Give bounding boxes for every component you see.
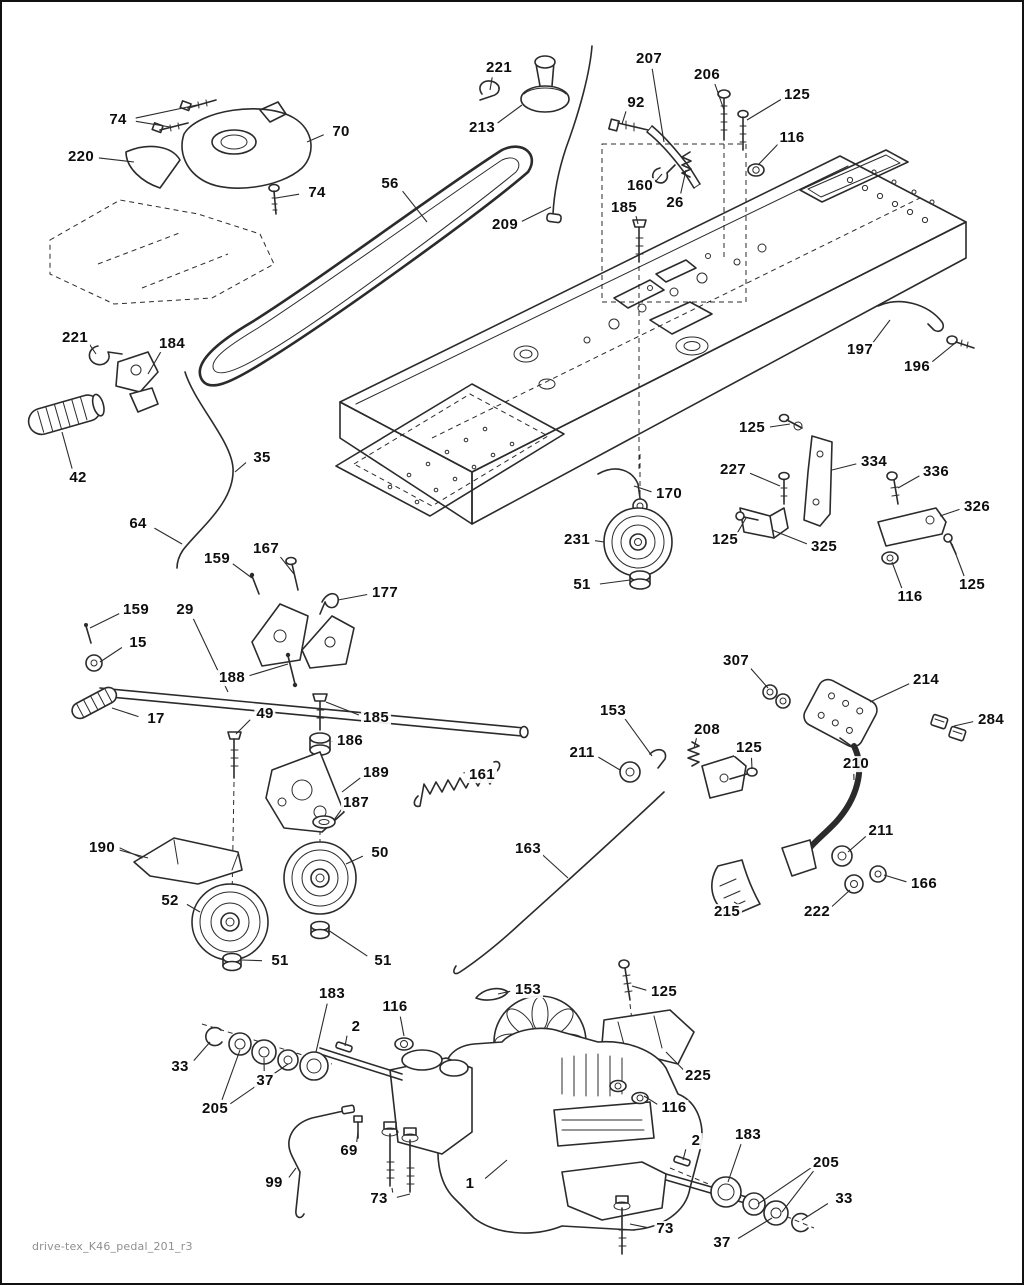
guard-215 bbox=[711, 859, 761, 917]
transaxle-body-1 bbox=[389, 1027, 703, 1234]
dash-panel-220 bbox=[125, 145, 181, 189]
bracket-325 bbox=[739, 507, 789, 539]
washer-166 bbox=[869, 865, 887, 883]
bracket-184 bbox=[115, 351, 159, 413]
spring-clip-177 bbox=[319, 592, 339, 615]
nut-51c bbox=[629, 570, 651, 590]
key-2a bbox=[335, 1041, 353, 1053]
fuel-tank bbox=[181, 101, 312, 189]
bracket-326 bbox=[877, 507, 947, 547]
screw-125c bbox=[943, 533, 957, 555]
bolt-49 bbox=[227, 731, 242, 779]
bolt-73a bbox=[381, 1121, 399, 1187]
bolt-167 bbox=[285, 556, 299, 591]
bolt-125a bbox=[778, 413, 803, 431]
pedal-shaft-29 bbox=[99, 687, 529, 739]
washer-222 bbox=[844, 874, 864, 894]
shaft-brackets bbox=[251, 603, 355, 669]
bushing-186 bbox=[309, 732, 331, 756]
spring-161 bbox=[413, 760, 501, 808]
washers-307 bbox=[762, 684, 791, 709]
nut-116c bbox=[394, 1037, 414, 1051]
screw-336 bbox=[886, 471, 900, 505]
washer-211a bbox=[619, 761, 641, 783]
wire-197 bbox=[877, 300, 945, 333]
drive-belt-56 bbox=[198, 145, 534, 387]
clips-284 bbox=[930, 713, 967, 742]
nut-51a bbox=[222, 952, 242, 972]
pin-159b bbox=[84, 623, 92, 644]
rod-99 bbox=[288, 1104, 356, 1219]
link-188 bbox=[285, 652, 298, 688]
chassis-body-outline bbox=[49, 199, 275, 305]
pedal-pad-214 bbox=[803, 678, 878, 748]
handle-grip-42 bbox=[27, 393, 105, 436]
lift-rod-35-64 bbox=[176, 371, 234, 569]
chassis-frame bbox=[335, 149, 967, 525]
screw-196 bbox=[946, 335, 975, 349]
nut-51b bbox=[310, 920, 330, 940]
pulley-52 bbox=[191, 883, 269, 961]
left-axle bbox=[201, 1023, 403, 1081]
screw-74a bbox=[179, 99, 217, 112]
clip-221b bbox=[88, 345, 123, 366]
clip-221a bbox=[479, 80, 500, 101]
screw-74b bbox=[151, 122, 189, 134]
bolt-73c bbox=[613, 1195, 631, 1255]
cap-213 bbox=[520, 55, 570, 113]
pulley-50 bbox=[283, 841, 357, 915]
bolt-73b bbox=[401, 1127, 419, 1193]
brake-rod-163 bbox=[453, 791, 665, 975]
washer-15 bbox=[85, 654, 103, 672]
screw-74c bbox=[268, 183, 280, 215]
idler-bracket-189 bbox=[265, 751, 345, 833]
bolt-227 bbox=[778, 471, 790, 505]
brake-linkage-cluster bbox=[601, 89, 765, 470]
clip-153b bbox=[475, 987, 509, 1001]
bolt-69 bbox=[353, 1115, 363, 1139]
belt-keeper-190 bbox=[119, 837, 243, 885]
bolt-125d bbox=[618, 959, 641, 1089]
washer-187 bbox=[312, 815, 336, 829]
drawing-filename: drive-tex_K46_pedal_201_r3 bbox=[32, 1240, 193, 1253]
bracket-334 bbox=[803, 435, 833, 527]
idler-pulley-231 bbox=[603, 507, 673, 577]
bolt-185b bbox=[312, 693, 328, 731]
washer-211b bbox=[831, 845, 853, 867]
pedal-grip-17 bbox=[71, 686, 118, 720]
nut-116b bbox=[881, 551, 899, 565]
pivot-bracket-208-area bbox=[649, 741, 758, 799]
pin-159a bbox=[249, 572, 260, 595]
